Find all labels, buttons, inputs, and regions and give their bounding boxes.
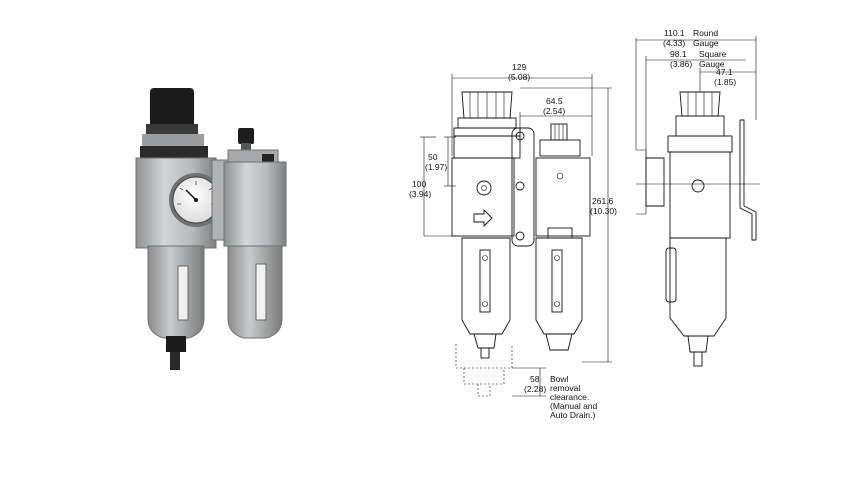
top-height-in: (1.97) [425, 162, 447, 172]
front-view-dimensions: 129 (5.08) 64.5 (2.54) 50 (1.97) 100 (3.… [409, 62, 617, 420]
depth-in: (1.85) [714, 77, 736, 87]
round-gauge-mm: 110.1 [664, 28, 685, 38]
square-gauge-label2: Gauge [699, 59, 725, 69]
filter-regulator-lubricator-photo [135, 88, 287, 370]
round-gauge-in: (4.33) [663, 38, 685, 48]
round-gauge-label2: Gauge [693, 38, 719, 48]
bowl-clearance-mm: 58 [530, 374, 540, 384]
bowl-clearance-in: (2.28) [524, 384, 546, 394]
round-gauge-label1: Round [693, 28, 718, 38]
depth-mm: 47.1 [716, 67, 733, 77]
square-gauge-in: (3.86) [670, 59, 692, 69]
width-mm: 129 [512, 62, 526, 72]
width-in: (5.08) [508, 72, 530, 82]
overall-height-mm: 261.6 [592, 196, 614, 206]
side-view-dimensions: 110.1 (4.33) Round Gauge 98.1 (3.86) Squ… [635, 28, 757, 158]
bowl-note-line5: Auto Drain.) [550, 410, 596, 420]
body-height-in: (3.94) [409, 189, 431, 199]
side-view-drawing [636, 91, 760, 367]
half-width-in: (2.54) [543, 106, 565, 116]
bowl-note-line3: clearance. [550, 392, 589, 402]
bowl-note-line4: (Manual and [550, 401, 598, 411]
square-gauge-label1: Square [699, 49, 727, 59]
body-height-mm: 100 [412, 179, 426, 189]
half-width-mm: 64.5 [546, 96, 563, 106]
bowl-note-line2: removal [550, 383, 580, 393]
top-height-mm: 50 [428, 152, 438, 162]
bowl-note-line1: Bowl [550, 374, 569, 384]
square-gauge-mm: 98.1 [670, 49, 687, 59]
overall-height-in: (10.30) [590, 206, 617, 216]
front-view-drawing [451, 91, 591, 397]
